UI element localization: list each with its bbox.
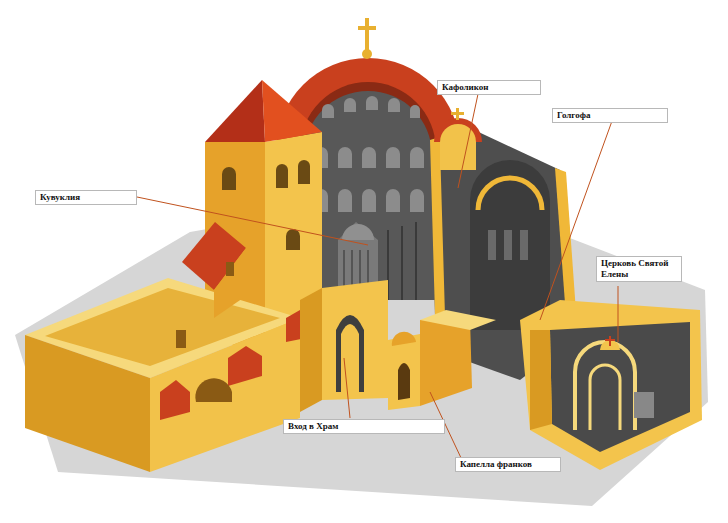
callout-label: Капелла франков	[455, 457, 561, 472]
callout-label: Кувуклия	[35, 190, 137, 205]
callout-label: Голгофа	[552, 108, 668, 123]
callout-label: Церковь Святой Елены	[596, 256, 682, 282]
callout-label: Кафоликон	[437, 80, 541, 95]
callout-label: Вход в Храм	[283, 419, 445, 434]
